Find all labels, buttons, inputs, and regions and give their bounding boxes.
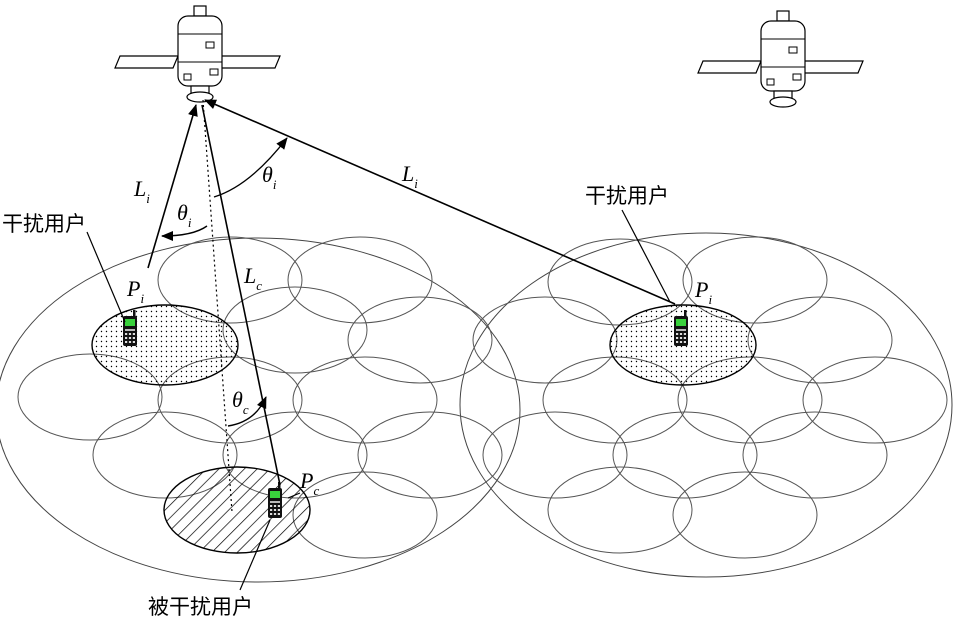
- satellite-icon-main: [114, 5, 281, 103]
- satellite-icon-secondary: [697, 10, 864, 108]
- coverage-area-left: [0, 237, 521, 583]
- boresight-dashed: [202, 99, 233, 513]
- link-Li-left: [147, 104, 198, 269]
- label-theta-c: θc: [232, 387, 249, 417]
- interfering-beam-left: [91, 304, 239, 386]
- label-Pc: Pc: [299, 468, 319, 498]
- label-Pi-right: Pi: [694, 277, 712, 307]
- link-Li-right: [204, 99, 676, 305]
- label-interfering-user-right: 干扰用户: [585, 184, 669, 208]
- angle-arc-theta-c: [227, 396, 267, 427]
- label-Li-right: Li: [401, 161, 418, 191]
- label-interfered-user: 被干扰用户: [148, 595, 253, 619]
- callout-left: [86, 231, 126, 323]
- angle-arc-theta-i-left: [161, 225, 208, 241]
- coverage-area-right: [459, 232, 953, 578]
- callout-right: [621, 209, 671, 303]
- label-Li-left: Li: [133, 176, 150, 206]
- spot-beams-right: [472, 236, 948, 559]
- angle-arc-theta-i-right: [213, 137, 288, 198]
- label-Lc: Lc: [243, 263, 262, 293]
- label-Pi-left: Pi: [126, 276, 144, 306]
- callout-bottom: [239, 519, 271, 591]
- callout-pc: [287, 492, 301, 499]
- label-interfering-user-left: 干扰用户: [2, 212, 86, 236]
- interfered-beam: [163, 466, 311, 554]
- label-theta-i-left: θi: [177, 200, 192, 230]
- link-Lc: [201, 104, 281, 486]
- label-theta-i-right: θi: [262, 162, 277, 192]
